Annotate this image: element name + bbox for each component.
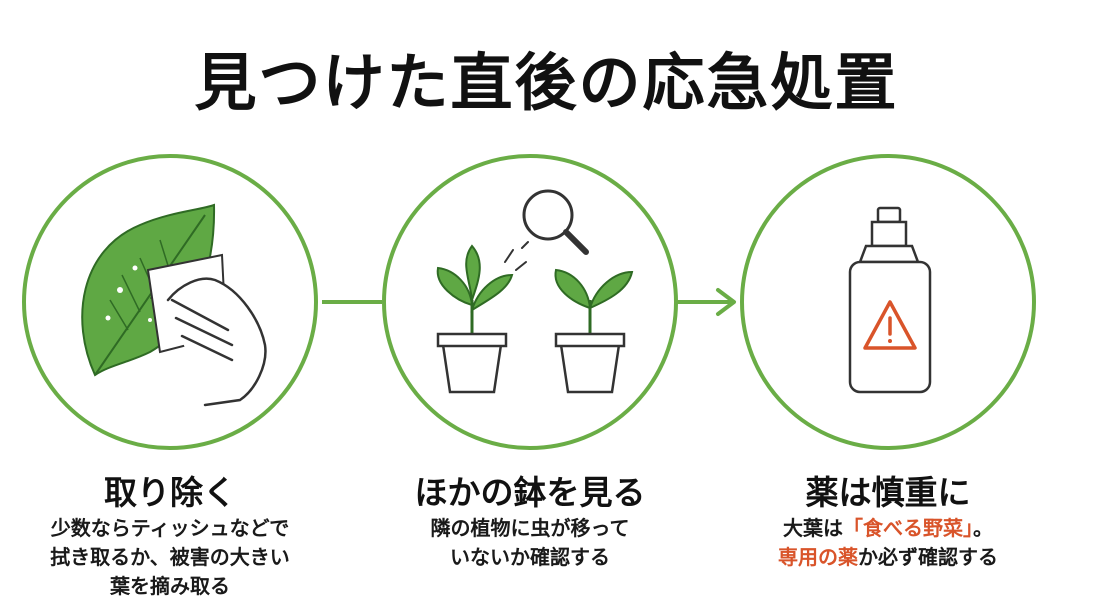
step-2-desc-line: いないか確認する	[450, 545, 610, 569]
leaf-wipe-icon	[81, 203, 267, 407]
step-3-heading: 薬は慎重に	[805, 473, 971, 512]
step-2-desc-line: 隣の植物に虫が移って	[430, 516, 630, 540]
step-2-ring	[382, 154, 678, 450]
step-1-desc-line: 少数ならティッシュなどで	[50, 516, 290, 540]
step-3-highlight: 「食べる野菜」	[843, 516, 973, 540]
step-1-ring	[22, 154, 318, 450]
step-3-ring	[740, 154, 1036, 450]
page-title: 見つけた直後の応急処置	[194, 46, 899, 119]
step-3-desc-text: 。	[973, 516, 993, 540]
step-1-heading: 取り除く	[104, 473, 236, 512]
step-3-desc-line: 大葉は「食べる野菜」。	[708, 514, 1068, 543]
step-1-desc-line: 拭き取るか、被害の大きい	[50, 545, 290, 569]
step-3-desc-text: 大葉は	[783, 516, 843, 540]
step-1-description: 少数ならティッシュなどで 拭き取るか、被害の大きい 葉を摘み取る	[0, 514, 350, 601]
potted-plants-magnifier-icon	[436, 189, 634, 394]
spray-bottle-warning-icon	[848, 206, 932, 394]
magnifier-icon	[522, 189, 574, 241]
step-2-description: 隣の植物に虫が移って いないか確認する	[350, 514, 710, 572]
step-3-highlight: 専用の薬	[778, 545, 858, 569]
step-3-desc-text: か必ず確認する	[858, 545, 998, 569]
arrow-head-icon	[716, 288, 736, 316]
step-3-desc-line: 専用の薬か必ず確認する	[708, 543, 1068, 572]
step-2-heading: ほかの鉢を見る	[414, 473, 646, 512]
step-3-description: 大葉は「食べる野菜」。 専用の薬か必ず確認する	[708, 514, 1068, 572]
step-1-desc-line: 葉を摘み取る	[110, 574, 230, 598]
